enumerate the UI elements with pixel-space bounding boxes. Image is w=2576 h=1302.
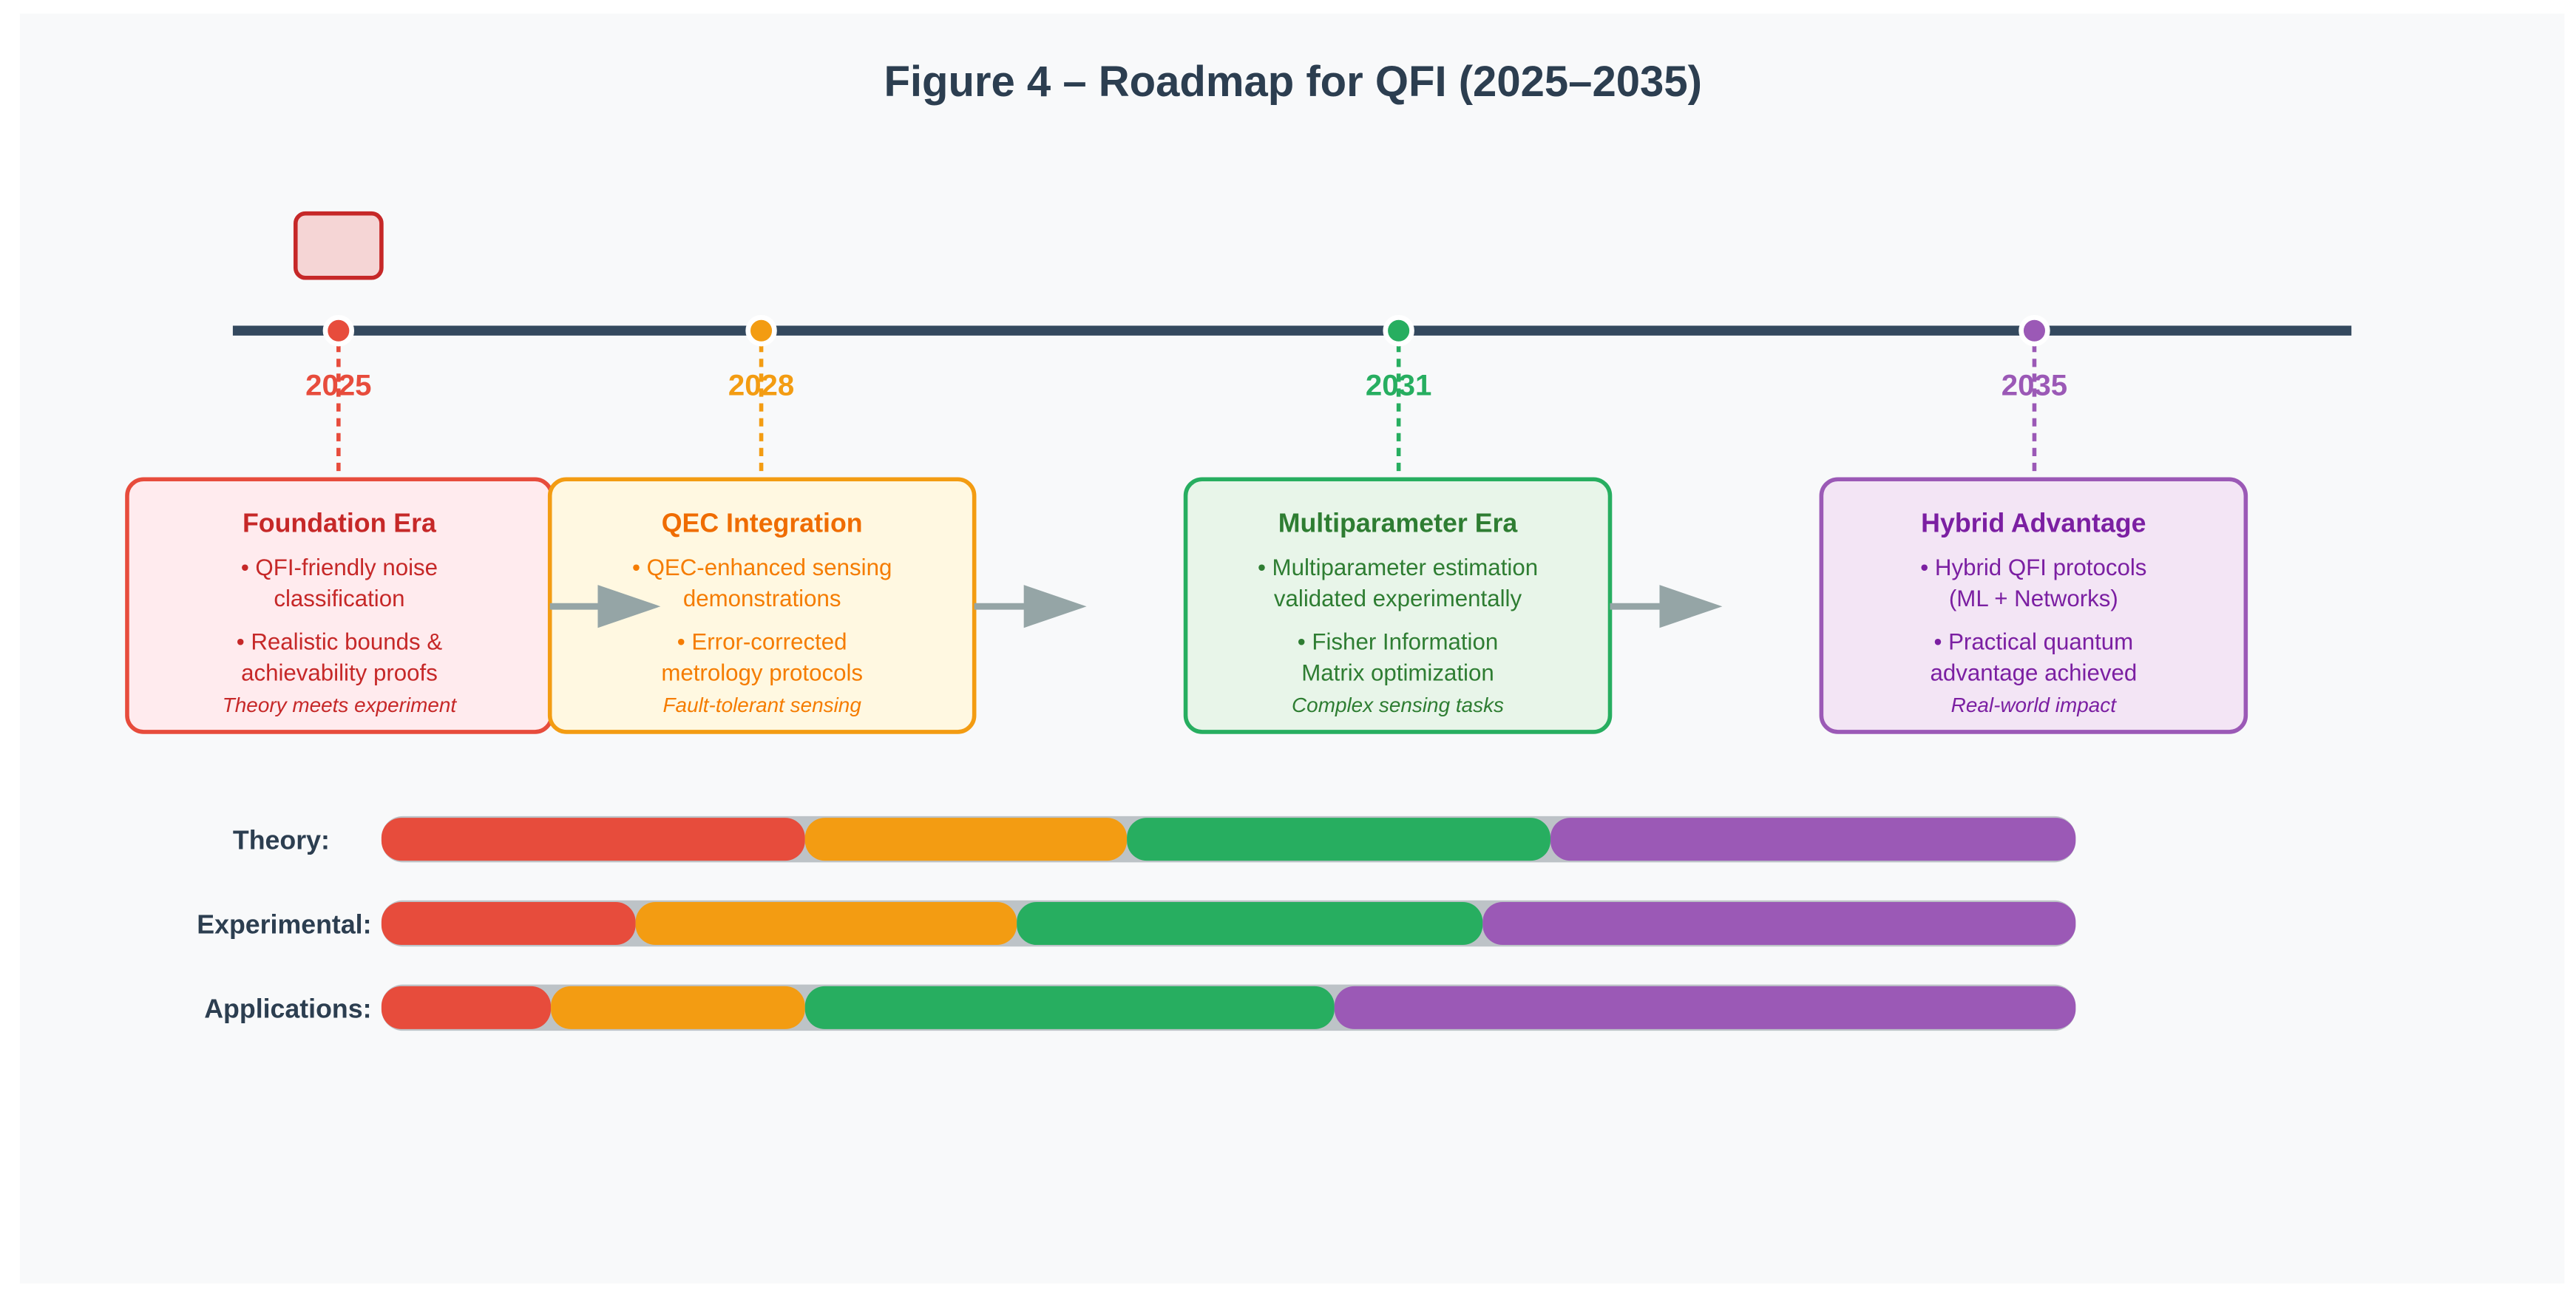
milestone-line: validated experimentally (1274, 586, 1522, 611)
progression-arrow (1610, 585, 1723, 628)
progression-arrow (549, 585, 661, 628)
milestone-line: • Hybrid QFI protocols (1920, 555, 2146, 580)
progress-segment-2028 (551, 986, 805, 1029)
progress-segment-2025 (381, 901, 636, 946)
milestone-line: Matrix optimization (1301, 660, 1494, 686)
progress-segment-2031 (1127, 818, 1550, 861)
milestone-year: 2031 (1366, 368, 1431, 401)
milestone-line: • Practical quantum (1933, 628, 2133, 654)
progress-row-theory: Theory: (233, 816, 2076, 863)
milestone-note: Real-world impact (1951, 694, 2118, 716)
milestone-line: classification (274, 586, 404, 611)
progress-row-applications: Applications: (204, 984, 2076, 1031)
progress-row-label: Theory: (233, 826, 330, 855)
milestone-title: Hybrid Advantage (1921, 509, 2146, 538)
milestone-dot (745, 315, 777, 347)
milestone-dot (322, 315, 355, 347)
progress-segment-2028 (804, 818, 1128, 861)
milestone-line: • QFI-friendly noise (241, 555, 438, 580)
progress-segment-2035 (1334, 986, 2076, 1029)
milestone-line: • Error-corrected (677, 628, 847, 654)
legend-box (293, 211, 384, 280)
milestone-card (1819, 477, 2248, 734)
progress-row-label: Applications: (204, 994, 371, 1023)
milestone-line: demonstrations (683, 586, 841, 611)
milestone-note: Theory meets experiment (223, 694, 458, 716)
milestone-line: advantage achieved (1930, 660, 2137, 686)
progress-segment-2025 (381, 986, 552, 1029)
milestone-note: Complex sensing tasks (1292, 694, 1504, 716)
progress-segment-2035 (1550, 818, 2076, 861)
progression-arrow (974, 585, 1087, 628)
progress-segment-2025 (381, 818, 805, 861)
milestone-line: • QEC-enhanced sensing (632, 555, 892, 580)
progress-segment-2035 (1482, 901, 2076, 946)
milestone-line: • Fisher Information (1298, 628, 1498, 654)
figure-title: Figure 4 – Roadmap for QFI (2025–2035) (884, 58, 1702, 106)
milestone-title: Multiparameter Era (1278, 509, 1519, 538)
milestone-line: • Multiparameter estimation (1258, 555, 1538, 580)
milestone-line: (ML + Networks) (1949, 586, 2118, 611)
milestone-title: Foundation Era (243, 509, 437, 538)
milestone-line: achievability proofs (241, 660, 438, 686)
milestone-year: 2035 (2002, 368, 2067, 401)
milestone-year: 2028 (728, 368, 794, 401)
milestone-title: QEC Integration (662, 509, 863, 538)
milestone-dot (2019, 315, 2050, 347)
milestone-note: Fault-tolerant sensing (663, 694, 862, 716)
milestone-line: metrology protocols (661, 660, 863, 686)
progress-segment-2028 (635, 901, 1017, 946)
milestone-line: • Realistic bounds & (237, 628, 443, 654)
progress-row-experimental: Experimental: (197, 900, 2076, 947)
milestone-dot (1383, 315, 1414, 347)
milestone-year: 2025 (305, 368, 371, 401)
progress-segment-2031 (804, 986, 1335, 1029)
progress-segment-2031 (1017, 901, 1483, 946)
progress-row-label: Experimental: (197, 909, 371, 939)
